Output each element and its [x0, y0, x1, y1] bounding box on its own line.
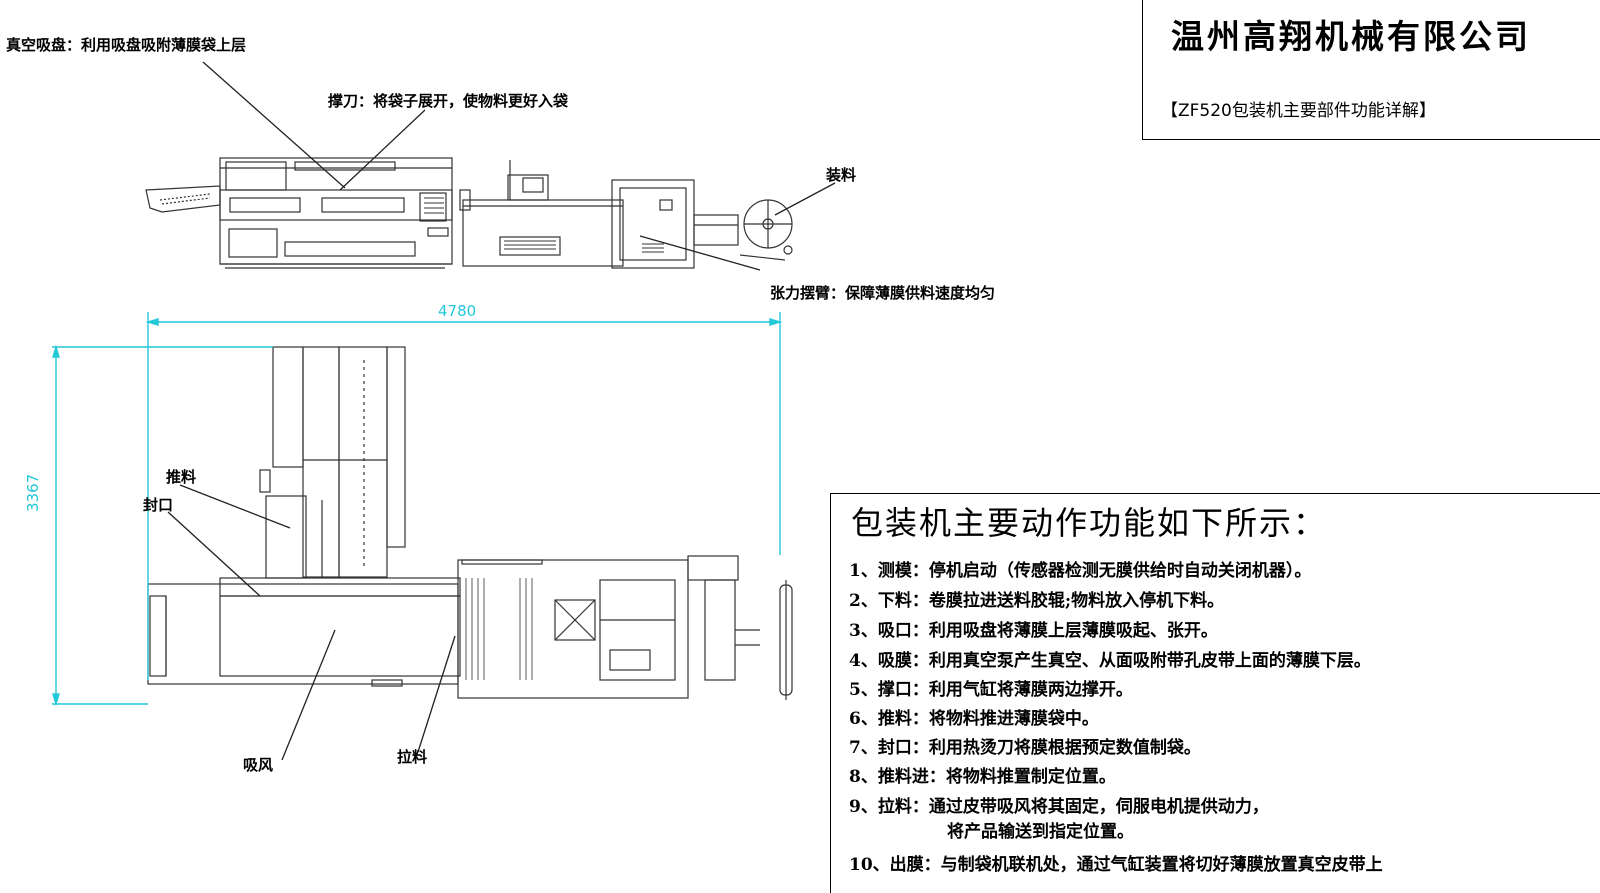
function-item: 7、封口：利用热烫刀将膜根据预定数值制袋。: [849, 738, 1201, 758]
callout-spreader: 撑刀：将袋子展开，使物料更好入袋: [328, 92, 569, 110]
callout-vacuum-cup: 真空吸盘：利用吸盘吸附薄膜袋上层: [6, 36, 247, 54]
company-name: 温州高翔机械有限公司: [1171, 17, 1531, 56]
function-item: 3、吸口：利用吸盘将薄膜上层薄膜吸起、张开。: [849, 621, 1218, 641]
width-dimension: 4780: [438, 302, 477, 320]
function-item: 9、拉料：通过皮带吸风将其固定，伺服电机提供动力，: [849, 797, 1269, 817]
function-item: 10、出膜：与制袋机联机处，通过气缸装置将切好薄膜放置真空皮带上: [849, 855, 1383, 875]
function-item: 6、推料：将物料推进薄膜袋中。: [849, 709, 1099, 729]
drawing-subtitle: 【ZF520包装机主要部件功能详解】: [1161, 101, 1436, 121]
side-view: [145, 157, 793, 269]
function-item: 5、撑口：利用气缸将薄膜两边撑开。: [849, 680, 1133, 700]
callout-tension-arm: 张力摆臂：保障薄膜供料速度均匀: [770, 284, 996, 302]
callout-pull: 拉料: [397, 748, 428, 766]
callout-loading: 装料: [826, 166, 857, 184]
functions-panel: 包装机主要动作功能如下所示： 1、测模：停机启动（传感器检测无膜供给时自动关闭机…: [830, 493, 1600, 893]
functions-title: 包装机主要动作功能如下所示：: [851, 504, 1328, 542]
callout-suction: 吸风: [243, 756, 274, 774]
function-item: 将产品输送到指定位置。: [947, 822, 1134, 842]
callout-seal: 封口: [143, 496, 174, 514]
function-item: 8、推料进：将物料推置制定位置。: [849, 767, 1116, 787]
function-item: 2、下料：卷膜拉进送料胶辊;物料放入停机下料。: [849, 591, 1225, 611]
function-item: 4、吸膜：利用真空泵产生真空、从面吸附带孔皮带上面的薄膜下层。: [849, 651, 1371, 671]
callout-push: 推料: [166, 468, 197, 486]
height-dimension: 3367: [24, 473, 42, 512]
function-item: 1、测模：停机启动（传感器检测无膜供给时自动关闭机器）。: [849, 561, 1312, 581]
company-title-block: 温州高翔机械有限公司 【ZF520包装机主要部件功能详解】: [1142, 0, 1600, 140]
top-view: [147, 346, 793, 700]
